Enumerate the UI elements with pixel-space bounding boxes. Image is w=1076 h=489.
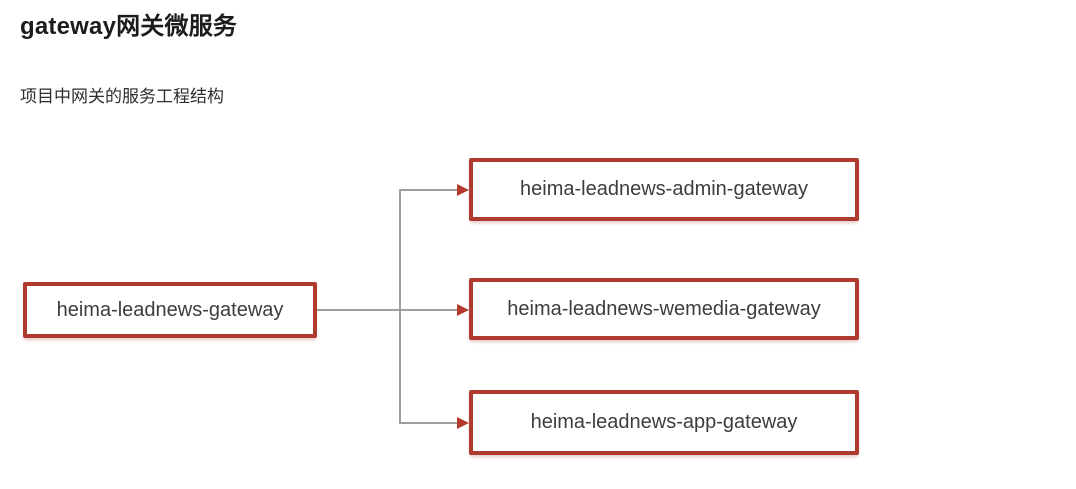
node-wemedia-gateway: heima-leadnews-wemedia-gateway — [469, 278, 859, 340]
arrowhead-app-icon — [457, 417, 469, 429]
node-label: heima-leadnews-app-gateway — [530, 411, 798, 433]
node-admin-gateway: heima-leadnews-admin-gateway — [469, 158, 859, 221]
edge-trunk-vertical — [399, 189, 401, 424]
node-app-gateway: heima-leadnews-app-gateway — [469, 390, 859, 455]
node-label: heima-leadnews-wemedia-gateway — [507, 297, 821, 320]
page-title: gateway网关微服务 — [20, 13, 238, 40]
edge-root-to-trunk — [317, 309, 458, 311]
arrowhead-admin-icon — [457, 184, 469, 196]
edge-branch-app — [399, 422, 458, 424]
arrowhead-wemedia-icon — [457, 304, 469, 316]
node-label: heima-leadnews-gateway — [56, 298, 284, 321]
page-subtitle: 项目中网关的服务工程结构 — [20, 87, 224, 106]
node-gateway-root: heima-leadnews-gateway — [23, 282, 317, 338]
edge-branch-admin — [399, 189, 458, 191]
node-label: heima-leadnews-admin-gateway — [520, 178, 808, 200]
